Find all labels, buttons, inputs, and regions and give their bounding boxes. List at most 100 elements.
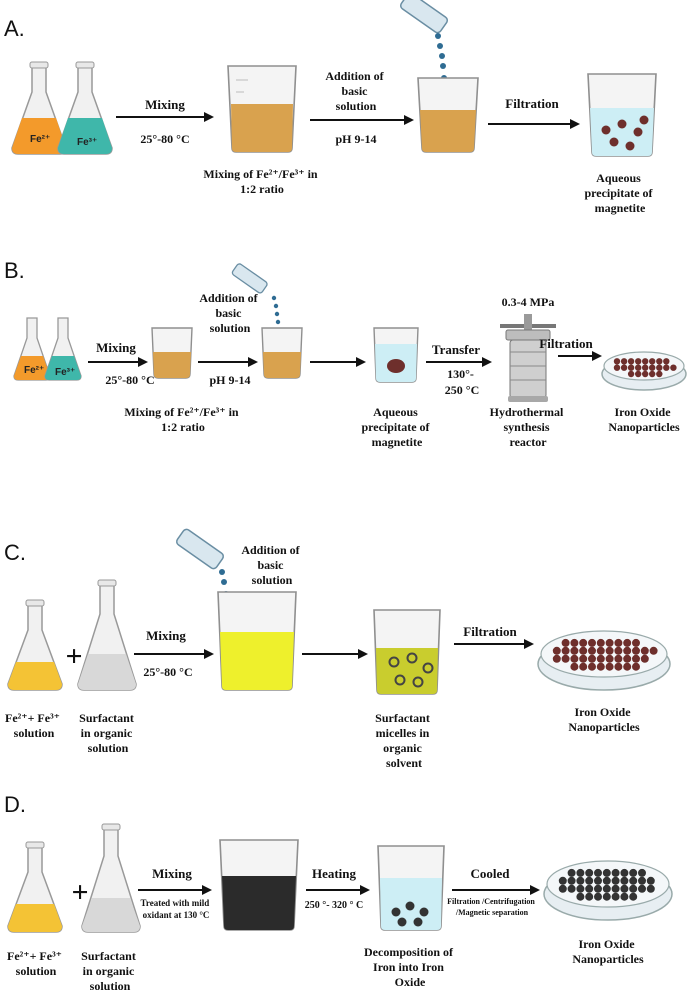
- pressure-label: 0.3-4 MPa: [502, 295, 555, 309]
- nanoparticle: [552, 646, 561, 655]
- flask-label-fe2: Fe²⁺: [30, 134, 50, 145]
- step-ph-b-label: pH 9-14: [209, 373, 250, 387]
- panel-c-letter: C.: [4, 540, 26, 565]
- beaker-mix-icon: [227, 65, 297, 153]
- nanoparticle: [602, 876, 611, 885]
- step-hydro-temp-label: 130°- 250 °C: [445, 367, 479, 397]
- nanoparticle: [576, 876, 585, 885]
- panel-d: D. + Fe²⁺+ Fe³⁺ solution Surfactant in o…: [4, 792, 673, 992]
- nanoparticle: [635, 370, 642, 378]
- nanoparticle: [649, 364, 656, 371]
- petri-dish-b-icon: [601, 351, 687, 391]
- nanoparticle: [602, 868, 611, 877]
- product-c-caption: Iron Oxide Nanoparticles: [568, 705, 640, 734]
- product-magnetite-caption: Aqueous precipitate of magnetite: [584, 171, 655, 215]
- nanoparticle: [570, 646, 579, 655]
- flask-surfactant-d-icon: [81, 823, 141, 933]
- nanoparticle: [594, 868, 602, 877]
- nanoparticle: [594, 884, 602, 893]
- nanoparticle: [649, 646, 658, 655]
- nanoparticle: [561, 646, 570, 655]
- flask-surfactant-d-caption: Surfactant in organic solution: [81, 949, 139, 992]
- panel-d-letter: D.: [4, 792, 26, 817]
- nanoparticle: [611, 868, 620, 877]
- nanoparticle: [579, 662, 588, 671]
- nanoparticle: [561, 638, 570, 647]
- nanoparticle: [567, 868, 576, 877]
- nanoparticle: [611, 892, 620, 901]
- nanoparticle: [642, 370, 649, 378]
- nanoparticle: [642, 364, 649, 371]
- nanoparticle: [640, 646, 649, 655]
- flask-surfactant-c-caption: Surfactant in organic solution: [79, 711, 137, 755]
- nanoparticle: [594, 876, 602, 885]
- step-temp-c-label: 25°-80 °C: [143, 665, 192, 679]
- flask-label-fe3: Fe³⁺: [77, 137, 97, 148]
- beaker-mix-b-icon: [151, 327, 193, 379]
- step-base-c-label: Addition of basic solution: [241, 543, 302, 587]
- flask-fe2-small-icon: [13, 317, 51, 381]
- nanoparticle: [632, 662, 640, 671]
- nanoparticle: [623, 654, 632, 663]
- nanoparticle: [602, 892, 611, 901]
- nanoparticle: [602, 884, 611, 893]
- nanoparticle: [623, 638, 632, 647]
- step-heating-temp-label: 250 °- 320 ° C: [305, 900, 364, 911]
- nanoparticle: [629, 884, 638, 893]
- step-oxidant-d-label: Treated with mild oxidant at 130 °C: [141, 898, 212, 920]
- nanoparticle: [629, 892, 638, 901]
- panel-b-letter: B.: [4, 258, 25, 283]
- nanoparticle: [632, 638, 640, 647]
- nanoparticle: [632, 646, 640, 655]
- nanoparticle: [611, 884, 620, 893]
- nanoparticle: [596, 638, 605, 647]
- nanoparticle: [605, 654, 614, 663]
- nanoparticle: [567, 884, 576, 893]
- nanoparticle: [605, 646, 614, 655]
- step-ph-label: pH 9-14: [335, 132, 376, 146]
- petri-dish-c-icon: [537, 630, 671, 691]
- beaker-base-icon: [417, 77, 479, 153]
- decomposition-caption: Decomposition of Iron into Iron Oxide: [364, 945, 456, 989]
- nanoparticle: [576, 884, 585, 893]
- step-filtration-c-label: Filtration: [463, 624, 517, 639]
- nanoparticle: [558, 884, 567, 893]
- nanoparticle: [623, 646, 632, 655]
- nanoparticle: [579, 638, 588, 647]
- step-filtration-label: Filtration: [505, 96, 559, 111]
- nanoparticle: [614, 646, 623, 655]
- flask-surfactant-c-icon: [77, 579, 137, 691]
- nanoparticle: [570, 662, 579, 671]
- nanoparticle: [638, 868, 646, 877]
- step-separation-label: Filtration /Centrifugation /Magnetic sep…: [447, 897, 537, 917]
- nanoparticle: [614, 654, 623, 663]
- step-filtration-b-label: Filtration: [539, 336, 593, 351]
- panel-c: C. + Fe²⁺+ Fe³⁺ solution Surfactant in o…: [4, 528, 671, 770]
- step-base-b-label: Addition of basic solution: [199, 291, 260, 335]
- nanoparticle: [552, 654, 561, 663]
- product-d-caption: Iron Oxide Nanoparticles: [572, 937, 644, 966]
- nanoparticle: [605, 662, 614, 671]
- panel-b: B. Fe²⁺ Fe³⁺ 25°-80 °C Mixing 25°-80 °C …: [4, 258, 687, 449]
- nanoparticle: [627, 364, 635, 371]
- nanoparticle: [629, 876, 638, 885]
- beaker-magnetite-icon: [587, 73, 657, 157]
- step-base-label: Addition of basic solution: [325, 69, 386, 113]
- petri-dish-d-icon: [543, 860, 673, 921]
- nanoparticle: [620, 364, 628, 371]
- flask-small-label-fe3: Fe³⁺: [55, 367, 75, 378]
- nanoparticle: [620, 868, 629, 877]
- beaker-lime-icon: [217, 591, 297, 691]
- nanoparticle: [656, 370, 663, 378]
- plus-c: +: [65, 640, 82, 673]
- nanoparticle: [605, 638, 614, 647]
- nanoparticle: [570, 638, 579, 647]
- beaker-precipitate-icon: [373, 327, 419, 383]
- step-temp-b-label: 25°-80 °C: [105, 373, 154, 387]
- nanoparticle: [596, 662, 605, 671]
- nanoparticle: [632, 654, 640, 663]
- step-mixing-label: Mixing: [145, 97, 185, 112]
- step-mixing-c-label: Mixing: [146, 628, 186, 643]
- product-b-caption: Iron Oxide Nanoparticles: [608, 405, 680, 434]
